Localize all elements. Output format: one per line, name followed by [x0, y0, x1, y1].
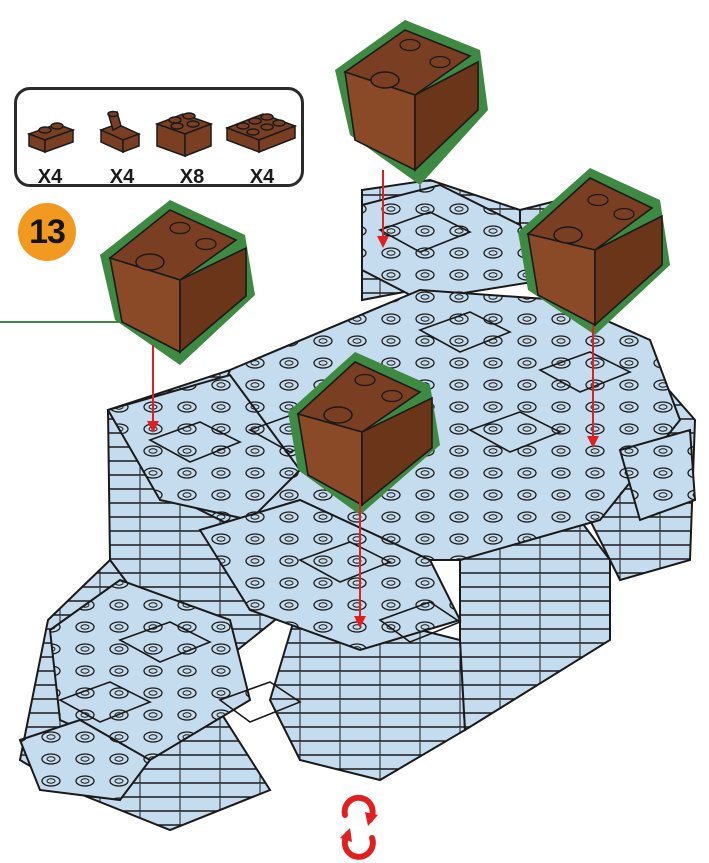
quantity-label: X4: [25, 166, 75, 189]
parts-icons: [17, 94, 301, 164]
quantity-label: X4: [97, 166, 147, 189]
brick-2x4-icon: [227, 114, 295, 152]
slope-brick-icon: [101, 112, 139, 153]
step-number: 13: [29, 213, 65, 252]
rotate-arrowhead: [340, 828, 352, 842]
brick-1x2-icon: [29, 123, 73, 152]
brown-subassembly-right: [518, 168, 670, 335]
brick-2x2-icon: [157, 113, 211, 156]
parts-list-box: X4 X4 X8 X4: [14, 87, 304, 187]
rotate-arrowhead: [365, 812, 378, 826]
placement-arrows: [147, 170, 599, 628]
rotate-model-icon: [345, 798, 373, 857]
model-body: [20, 180, 695, 830]
step-number-badge: 13: [18, 203, 76, 261]
quantity-label: X8: [167, 166, 217, 189]
brown-subassembly-top: [335, 20, 488, 185]
quantity-label: X4: [237, 166, 287, 189]
brown-subassembly-center: [288, 352, 440, 515]
brown-subassembly-left: [100, 200, 255, 365]
